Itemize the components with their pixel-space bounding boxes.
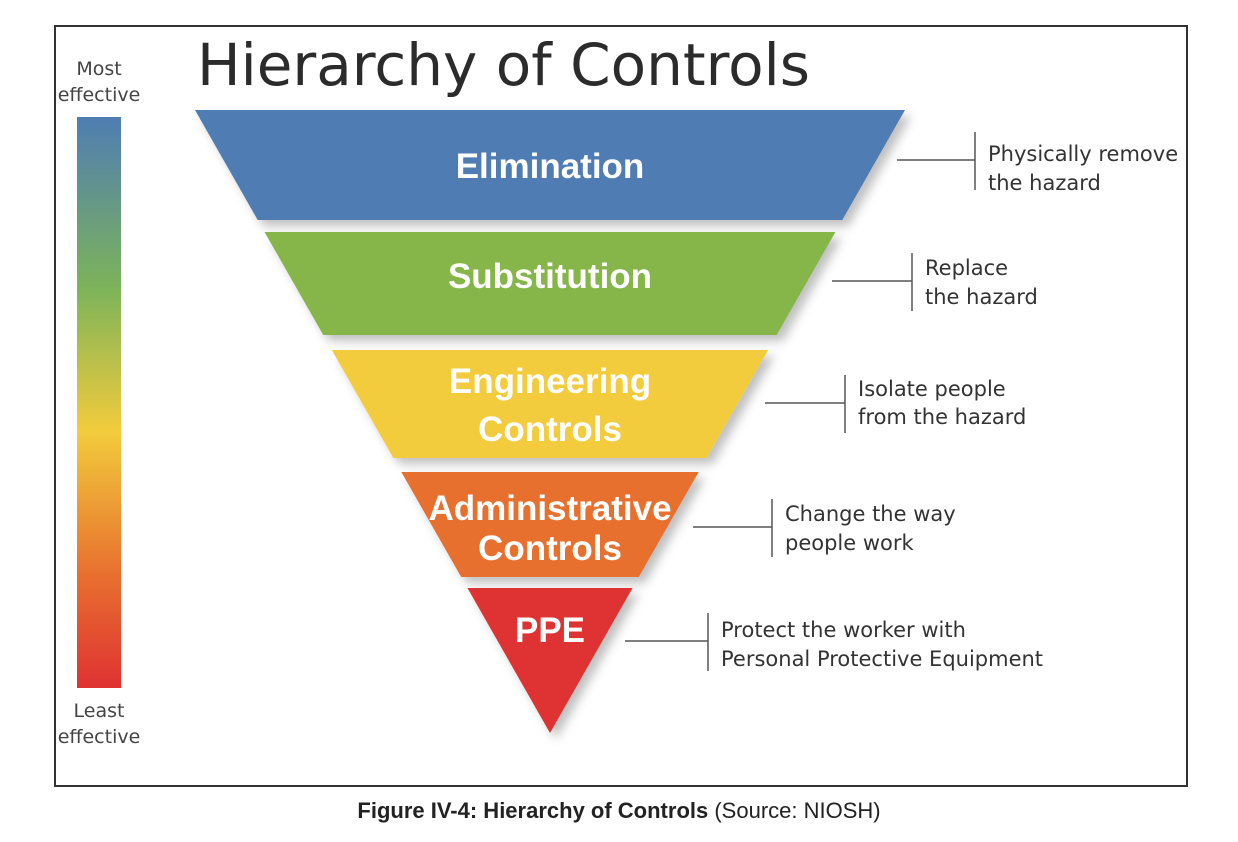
description-elimination: the hazard (988, 171, 1101, 195)
diagram-title: Hierarchy of Controls (197, 31, 810, 99)
caption-bold: Figure IV-4: Hierarchy of Controls (357, 798, 709, 823)
band-label-engineering: Controls (478, 410, 622, 449)
caption-source: (Source: NIOSH) (708, 798, 881, 823)
most-effective-label-2: effective (58, 84, 141, 106)
band-label-engineering: Engineering (449, 362, 651, 401)
description-ppe: Personal Protective Equipment (721, 647, 1043, 671)
figure-caption: Figure IV-4: Hierarchy of Controls (Sour… (0, 798, 1238, 824)
description-administrative: Change the way (785, 502, 956, 526)
description-substitution: the hazard (925, 285, 1038, 309)
band-label-administrative: Administrative (428, 489, 671, 528)
figure-frame (54, 25, 1188, 787)
band-substitution (264, 232, 836, 335)
band-engineering (331, 350, 769, 458)
band-administrative (401, 472, 699, 577)
band-label-administrative: Controls (478, 529, 622, 568)
effectiveness-scale-bar (77, 117, 121, 688)
description-administrative: people work (785, 531, 915, 555)
description-elimination: Physically remove (988, 142, 1178, 166)
description-substitution: Replace (925, 256, 1008, 280)
band-elimination (195, 110, 905, 220)
band-label-ppe: PPE (515, 611, 585, 650)
band-label-substitution: Substitution (448, 257, 652, 296)
least-effective-label-1: Least (74, 700, 125, 722)
description-ppe: Protect the worker with (721, 618, 966, 642)
most-effective-label-1: Most (76, 58, 121, 80)
least-effective-label-2: effective (58, 726, 141, 748)
band-ppe (467, 588, 633, 733)
description-engineering: Isolate people (858, 377, 1006, 401)
description-engineering: from the hazard (858, 405, 1026, 429)
band-label-elimination: Elimination (456, 147, 645, 186)
